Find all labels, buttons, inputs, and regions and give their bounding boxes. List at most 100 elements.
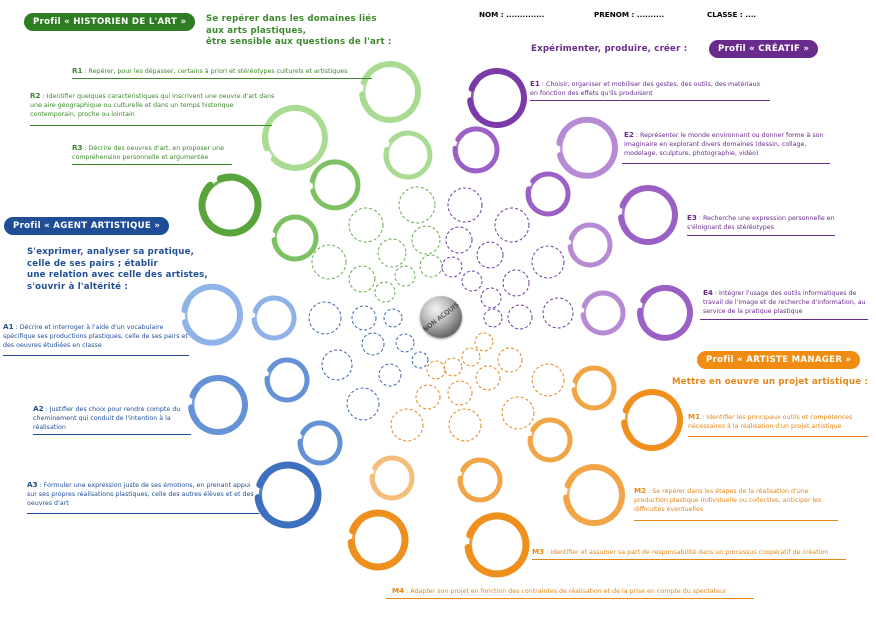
- skill-e3: E3 : Recherche une expression personnell…: [687, 213, 835, 231]
- skill-r1-rule: [72, 78, 372, 79]
- skill-m1: M1 : Identifier les principaux outils et…: [688, 412, 853, 430]
- dash-r2-4: [377, 238, 407, 268]
- skill-r3-rule: [72, 164, 232, 165]
- non-acquis-label: NON ACQUIS: [421, 300, 461, 334]
- dash-e3-4: [502, 269, 530, 297]
- enso-e3-outer: [618, 185, 678, 245]
- historien-heading: Se repérer dans les domaines liés aux ar…: [206, 14, 392, 47]
- dash-a3-5: [411, 351, 429, 369]
- enso-a2-mid: [264, 357, 310, 403]
- enso-m2-mid: [527, 417, 573, 463]
- skill-e4: E4 : Intégrer l'usage des outils informa…: [703, 288, 866, 315]
- dash-e3-5: [480, 287, 502, 309]
- dash-m2-5: [461, 347, 481, 367]
- profile-manager-badge: Profil « ARTISTE MANAGER »: [697, 351, 861, 369]
- enso-r1-mid: [383, 130, 433, 180]
- dash-r1-5: [419, 254, 443, 278]
- enso-r2-mid: [309, 159, 361, 211]
- enso-r2-outer: [261, 104, 328, 171]
- enso-e3-mid: [567, 222, 613, 268]
- dash-m1-4: [497, 347, 523, 373]
- dash-e3-3: [531, 245, 565, 279]
- profile-agent-badge: Profil « AGENT ARTISTIQUE »: [4, 217, 170, 235]
- dash-e1-4: [445, 226, 473, 254]
- skill-a2: A2 : Justifier des choix pour rendre com…: [33, 404, 181, 431]
- skill-e3-rule: [687, 235, 835, 236]
- dash-e1-3: [447, 187, 483, 223]
- skill-m2-rule: [634, 520, 838, 521]
- classe-field[interactable]: CLASSE : ....: [707, 10, 757, 19]
- skill-r1: R1 : Repérer, pour les dépasser, certain…: [72, 66, 348, 75]
- skill-e1: E1 : Choisir, organiser et mobiliser des…: [530, 79, 761, 97]
- dash-e4-5: [483, 308, 503, 328]
- prenom-field[interactable]: PRENOM : ..........: [594, 10, 665, 19]
- dash-e4-4: [507, 304, 533, 330]
- dash-e2-5: [461, 270, 483, 292]
- enso-a1-outer: [181, 283, 243, 346]
- enso-e4-mid: [580, 290, 626, 336]
- skill-m4-rule: [386, 598, 754, 599]
- skill-m1-rule: [688, 436, 868, 437]
- enso-r3-outer: [198, 173, 262, 237]
- dash-m4-5: [426, 360, 446, 380]
- skill-m2: M2 : Se repérer dans les étapes de la ré…: [634, 486, 822, 513]
- dash-a2-4: [361, 332, 385, 356]
- dash-a3-4: [378, 363, 402, 387]
- dash-r1-4: [411, 225, 441, 255]
- skill-r2-rule: [30, 125, 272, 126]
- enso-a3-mid: [297, 420, 343, 466]
- skill-a1-rule: [3, 355, 189, 356]
- dash-e2-4: [476, 241, 504, 269]
- dash-a3-3: [346, 387, 380, 421]
- profile-creatif-badge: Profil « CRÉATIF »: [709, 40, 819, 58]
- dash-r3-3: [311, 244, 347, 280]
- dash-e4-3: [542, 297, 574, 329]
- enso-m1-outer: [621, 389, 683, 451]
- dash-r2-5: [394, 265, 416, 287]
- skill-r2: R2 : Identifier quelques caractéristique…: [30, 91, 275, 118]
- enso-r3-mid: [271, 214, 319, 262]
- agent-heading: S'exprimer, analyser sa pratique, celle …: [27, 247, 208, 292]
- non-acquis-center: NON ACQUIS: [420, 296, 462, 338]
- enso-e1-outer: [467, 68, 527, 128]
- dash-r1-3: [398, 186, 436, 224]
- profile-historien-badge: Profil « HISTORIEN DE L'ART »: [24, 13, 196, 31]
- dash-e2-3: [494, 207, 530, 243]
- skill-a2-rule: [33, 434, 191, 435]
- dash-a1-4: [351, 305, 377, 331]
- skill-e1-rule: [530, 100, 770, 101]
- dash-r3-5: [374, 281, 396, 303]
- dash-a1-3: [308, 301, 342, 335]
- enso-a2-outer: [188, 375, 248, 435]
- skill-m3: M3 : Identifier et assumer sa part de re…: [532, 547, 829, 556]
- enso-m4-mid: [369, 455, 415, 501]
- dash-m3-4: [447, 380, 473, 406]
- enso-e1-mid: [452, 126, 500, 174]
- enso-m3-outer: [464, 512, 530, 578]
- enso-a3-outer: [254, 461, 322, 529]
- dash-r3-4: [348, 265, 376, 293]
- dash-m4-4: [415, 384, 441, 410]
- dash-m3-3: [448, 408, 482, 442]
- dash-r2-3: [348, 207, 384, 243]
- skill-e2-rule: [622, 163, 830, 164]
- enso-e2-mid: [525, 171, 571, 217]
- enso-m4-outer: [347, 509, 409, 571]
- skill-a3-rule: [27, 513, 259, 514]
- skill-r3: R3 : Décrire des oeuvres d'art, en propo…: [72, 143, 224, 161]
- creatif-heading: Expérimenter, produire, créer :: [531, 44, 688, 54]
- dash-a1-5: [383, 308, 403, 328]
- dash-m2-3: [501, 396, 535, 430]
- skill-e2: E2 : Représenter le monde environnant ou…: [624, 130, 824, 157]
- dash-e1-5: [441, 256, 463, 278]
- nom-field[interactable]: NOM : ..............: [479, 10, 545, 19]
- enso-e4-outer: [637, 284, 694, 341]
- enso-a1-mid: [251, 295, 297, 341]
- dash-m2-4: [475, 365, 501, 391]
- skill-m3-rule: [532, 559, 846, 560]
- dash-a2-5: [395, 333, 415, 353]
- enso-e2-outer: [556, 116, 618, 179]
- dash-a2-3: [321, 349, 353, 381]
- dash-m3-5: [443, 357, 463, 377]
